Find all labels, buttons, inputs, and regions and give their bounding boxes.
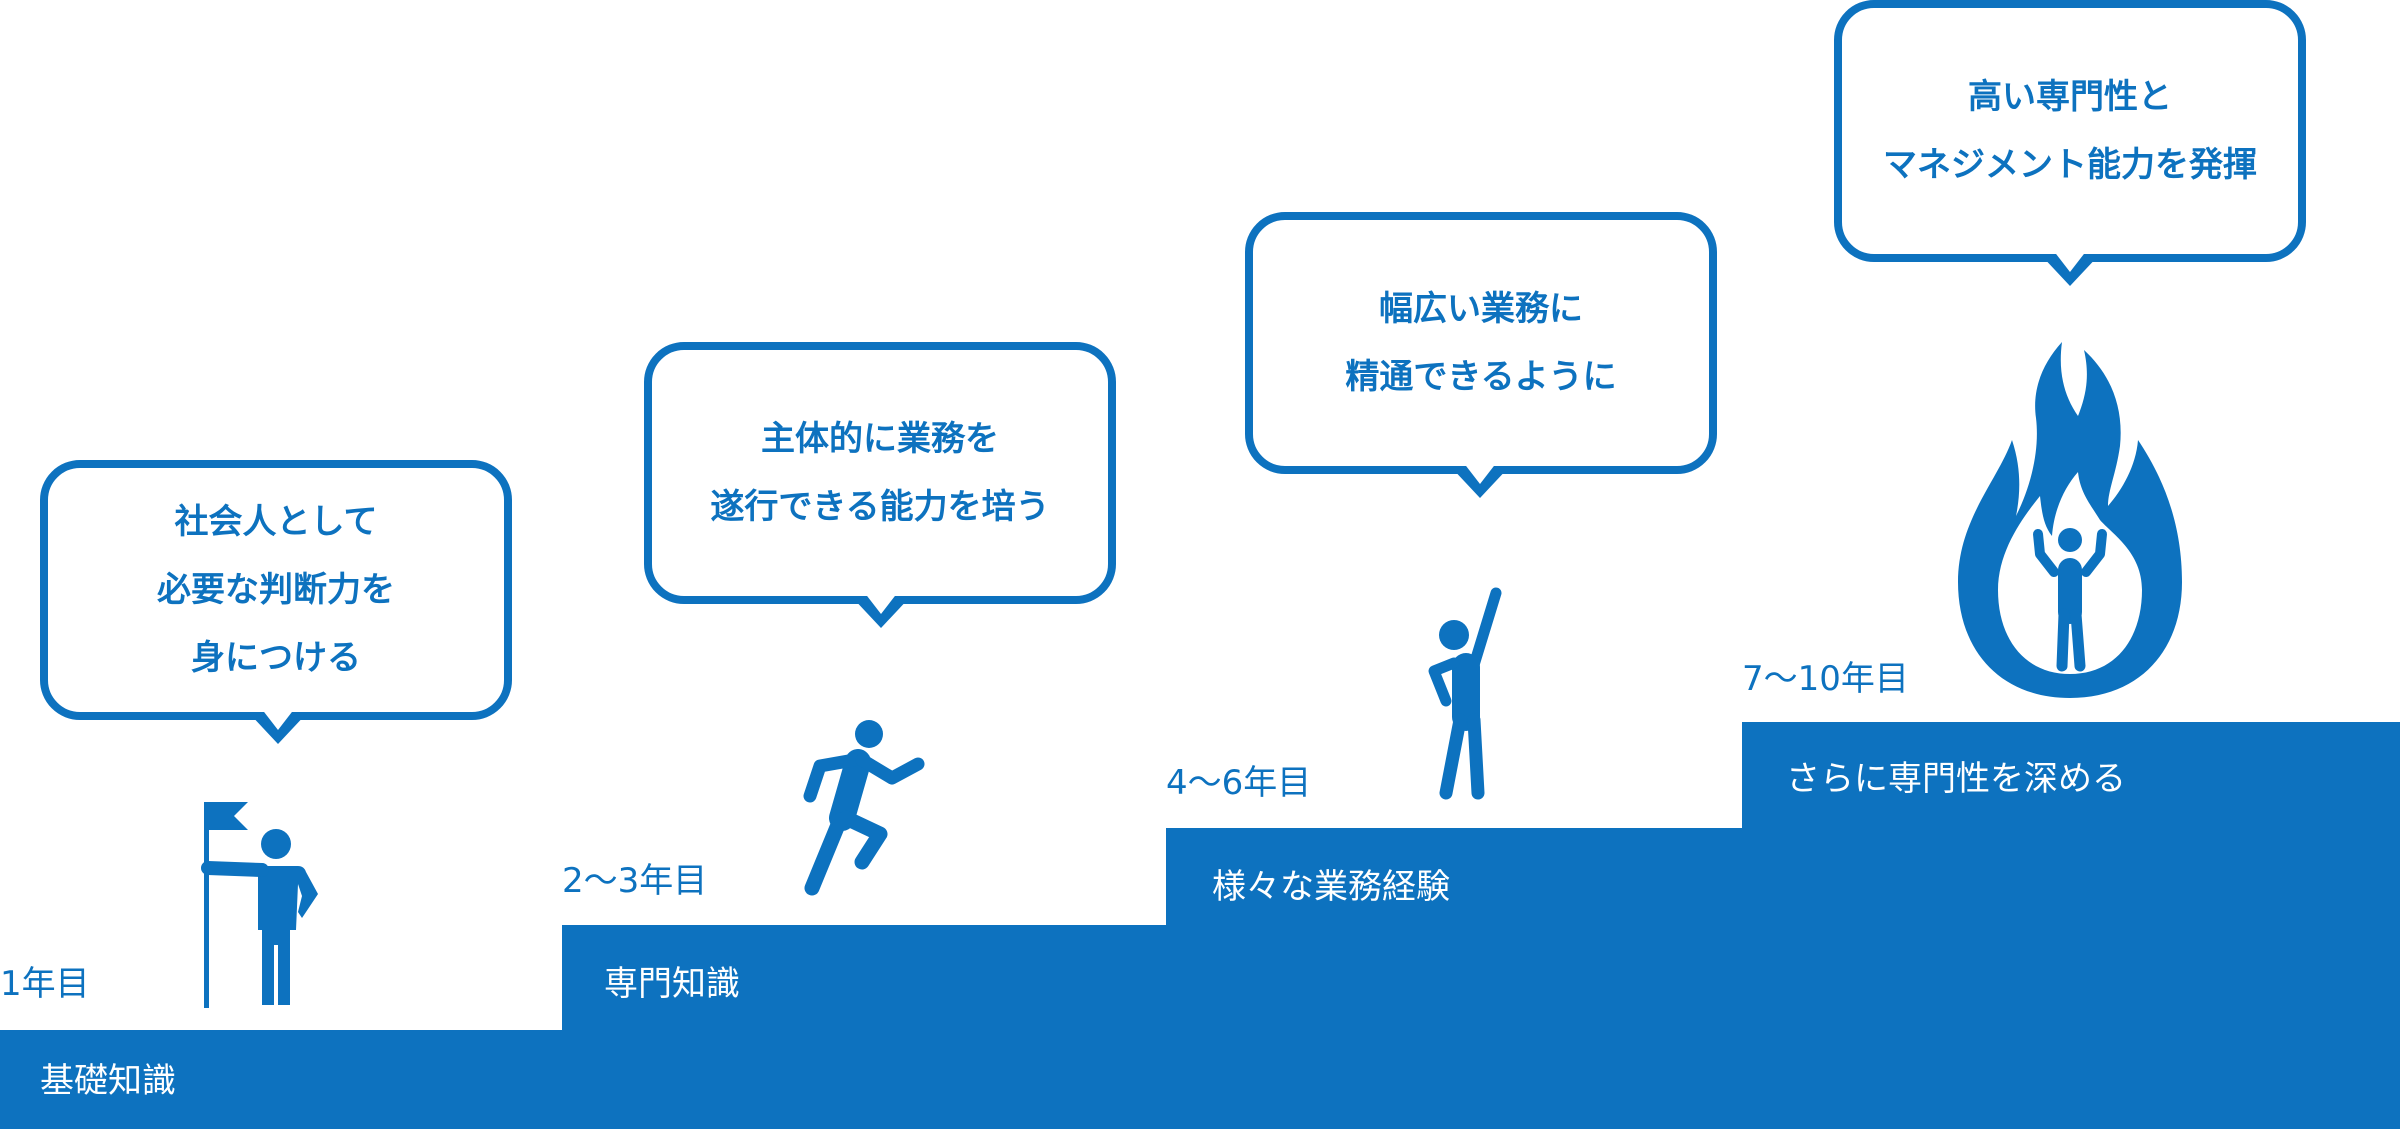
year-label-4: 7〜10年目 <box>1742 659 1909 699</box>
bubble-text-2: 主体的に業務を 遂行できる能力を培う <box>710 419 1050 527</box>
bubble-tail-2 <box>851 592 911 628</box>
stair-step-3 <box>1166 828 2400 925</box>
bubble-tail-1 <box>248 708 308 744</box>
bubble-tail-3 <box>1450 462 1510 498</box>
speech-bubble-3: 幅広い業務に 精通できるように <box>1245 212 1717 474</box>
bubble-text-1: 社会人として 必要な判断力を 身につける <box>157 502 395 678</box>
year-label-2: 2〜3年目 <box>562 861 708 901</box>
bubble-text-4: 高い専門性と マネジメント能力を発揮 <box>1883 77 2257 185</box>
speech-bubble-1: 社会人として 必要な判断力を 身につける <box>40 460 512 720</box>
person-in-flame-icon <box>1958 342 2182 698</box>
running-person-icon <box>803 720 925 896</box>
stair-step-4 <box>1742 722 2400 828</box>
stair-step-1 <box>0 1030 2400 1129</box>
bubble-tail-4 <box>2040 250 2100 286</box>
person-pointing-up-icon <box>1428 587 1502 800</box>
year-label-3: 4〜6年目 <box>1166 763 1312 803</box>
person-with-flag-icon <box>201 802 318 1008</box>
bubble-text-3: 幅広い業務に 精通できるように <box>1345 289 1617 397</box>
speech-bubble-4: 高い専門性と マネジメント能力を発揮 <box>1834 0 2306 262</box>
year-label-1: 1年目 <box>0 964 90 1004</box>
skill-label-2: 専門知識 <box>604 964 740 1004</box>
skill-label-3: 様々な業務経験 <box>1212 867 1450 907</box>
skill-label-4: さらに専門性を深める <box>1786 759 2126 799</box>
skill-label-1: 基礎知識 <box>40 1061 176 1101</box>
stair-step-2 <box>562 925 2400 1030</box>
speech-bubble-2: 主体的に業務を 遂行できる能力を培う <box>644 342 1116 604</box>
